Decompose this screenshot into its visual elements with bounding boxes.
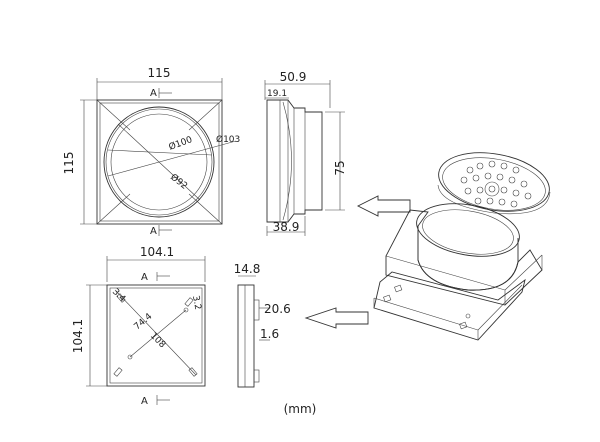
grate-holes — [460, 160, 532, 208]
pointer-arrows — [304, 195, 411, 329]
dia-outer-label: Ø103 — [216, 134, 240, 145]
diag-long-label: 108 — [148, 331, 167, 350]
section-a-top-base: A — [141, 272, 148, 283]
width-dim-label: 115 — [148, 66, 171, 80]
base-width-label: 104.1 — [140, 245, 174, 259]
base-dim-label: 38.9 — [273, 220, 300, 234]
mid-dim-label: 20.6 — [264, 302, 291, 316]
circle-inner — [110, 113, 208, 211]
unit-note: (mm) — [284, 402, 317, 416]
arrow-lower — [304, 307, 369, 329]
dia-inner-label: Ø92 — [168, 172, 189, 192]
base-side-view: 14.8 20.6 1.6 — [234, 262, 291, 388]
height-dim-label: 115 — [62, 152, 76, 175]
slot-dim-a-label: 3.4 — [110, 287, 127, 304]
arrow-upper — [356, 195, 411, 217]
section-a-bottom-base: A — [141, 396, 148, 407]
small-dim-label: 1.6 — [260, 327, 279, 341]
top-dim-label: 14.8 — [234, 262, 261, 276]
base-height-label: 104.1 — [71, 319, 85, 353]
dia-mid-label: Ø100 — [167, 134, 194, 153]
base-plate-3d — [373, 271, 526, 341]
base-side-body — [237, 284, 255, 388]
top-view: 115 115 Ø103 Ø100 Ø92 A A — [62, 66, 240, 237]
isometric-view — [373, 152, 551, 341]
section-a-bottom: A — [150, 226, 157, 237]
diag-short-label: 74.4 — [133, 312, 155, 333]
square-plate — [96, 99, 223, 225]
side-view: 50.9 19.1 75 38.9 — [264, 70, 347, 236]
overall-dim-label: 50.9 — [280, 70, 307, 84]
flange-dim-label: 19.1 — [267, 89, 287, 99]
section-a-top: A — [150, 88, 157, 99]
slot-dim-b-label: 3.2 — [190, 295, 202, 311]
base-plate — [106, 284, 206, 387]
height-dim-label: 75 — [333, 160, 347, 175]
side-body — [266, 99, 323, 223]
ring-top — [416, 203, 520, 257]
base-view: 104.1 104.1 3.4 3.2 74.4 108 A A — [71, 245, 206, 407]
housing — [385, 209, 543, 306]
circle-outer — [103, 106, 215, 218]
